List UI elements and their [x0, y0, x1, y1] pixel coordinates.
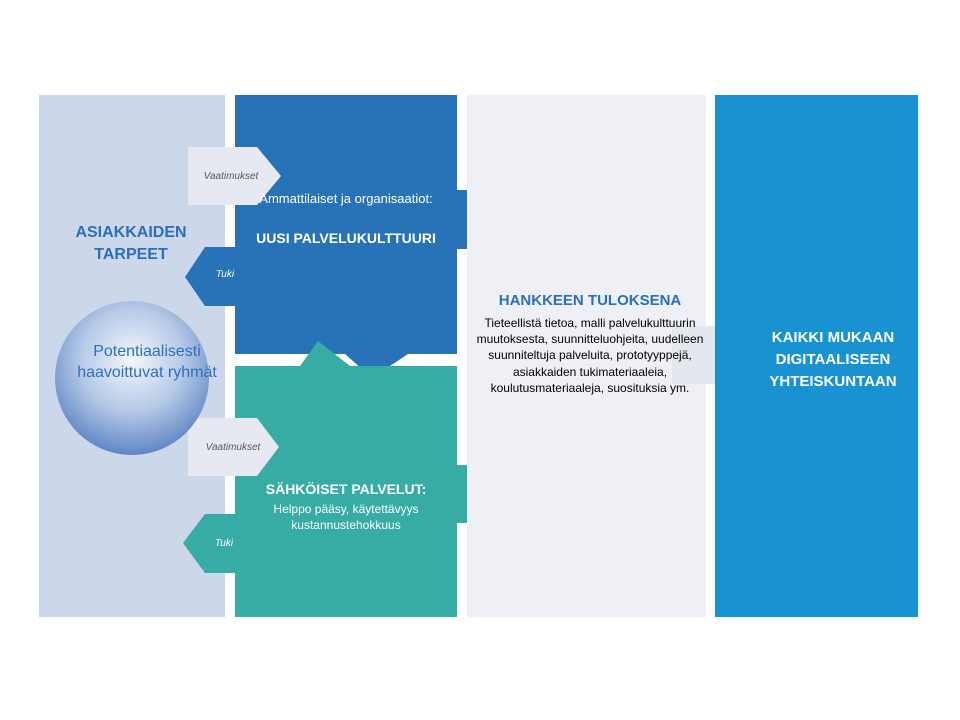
professionals-subtitle: UUSI PALVELUKULTTUURI	[256, 230, 436, 246]
e-services-requirements-label: Vaatimukset	[205, 442, 261, 453]
customer-needs-title: ASIAKKAIDEN TARPEET	[75, 224, 187, 263]
project-results-title: HANKKEEN TULOKSENA	[498, 292, 682, 309]
requirements-arrow-top	[188, 147, 281, 205]
project-results-body: Tieteellistä tietoa, malli palvelukulttu…	[476, 316, 704, 395]
e-services-title: SÄHKÖISET PALVELUT:	[265, 481, 427, 497]
e-services-panel	[183, 341, 511, 617]
professionals-support-label: Tuki	[215, 269, 235, 280]
professionals-title: Ammattilaiset ja organisaatiot:	[259, 191, 433, 206]
requirements-arrow-bottom	[188, 418, 279, 476]
professionals-requirements-label: Vaatimukset	[203, 171, 259, 182]
e-services-subtitle: Helppo pääsy, käytettävyys kustannusteho…	[273, 502, 419, 532]
e-services-support-label: Tuki	[214, 538, 234, 549]
outcome-title: KAIKKI MUKAAN DIGITAALISEEN YHTEISKUNTAA…	[769, 329, 897, 390]
project-results-panel	[467, 95, 706, 617]
vulnerable-groups-label: Potentiaalisesti haavoittuvat ryhmät	[77, 343, 217, 381]
vulnerable-groups-sphere	[55, 301, 209, 455]
outcome-panel	[715, 95, 918, 617]
